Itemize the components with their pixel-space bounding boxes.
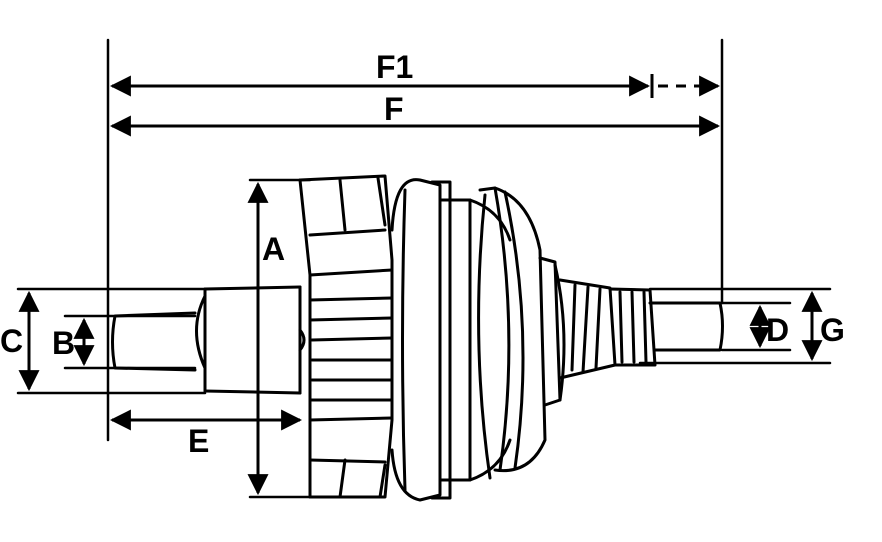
label-f1: F1 (376, 49, 413, 85)
label-a: A (262, 231, 285, 267)
label-b: B (52, 325, 75, 361)
label-e: E (188, 423, 209, 459)
clutch-collar (390, 178, 512, 502)
extension-lines (16, 38, 832, 499)
label-f: F (384, 91, 404, 127)
helical-spline (558, 278, 617, 380)
label-d: D (766, 312, 789, 348)
clutch-housing (448, 186, 566, 482)
dimension-arrows (18, 74, 823, 496)
label-g: G (820, 312, 845, 348)
right-shaft (608, 287, 724, 367)
left-shaft (111, 285, 302, 395)
pinion-gear (298, 174, 394, 499)
label-c: C (0, 323, 23, 359)
